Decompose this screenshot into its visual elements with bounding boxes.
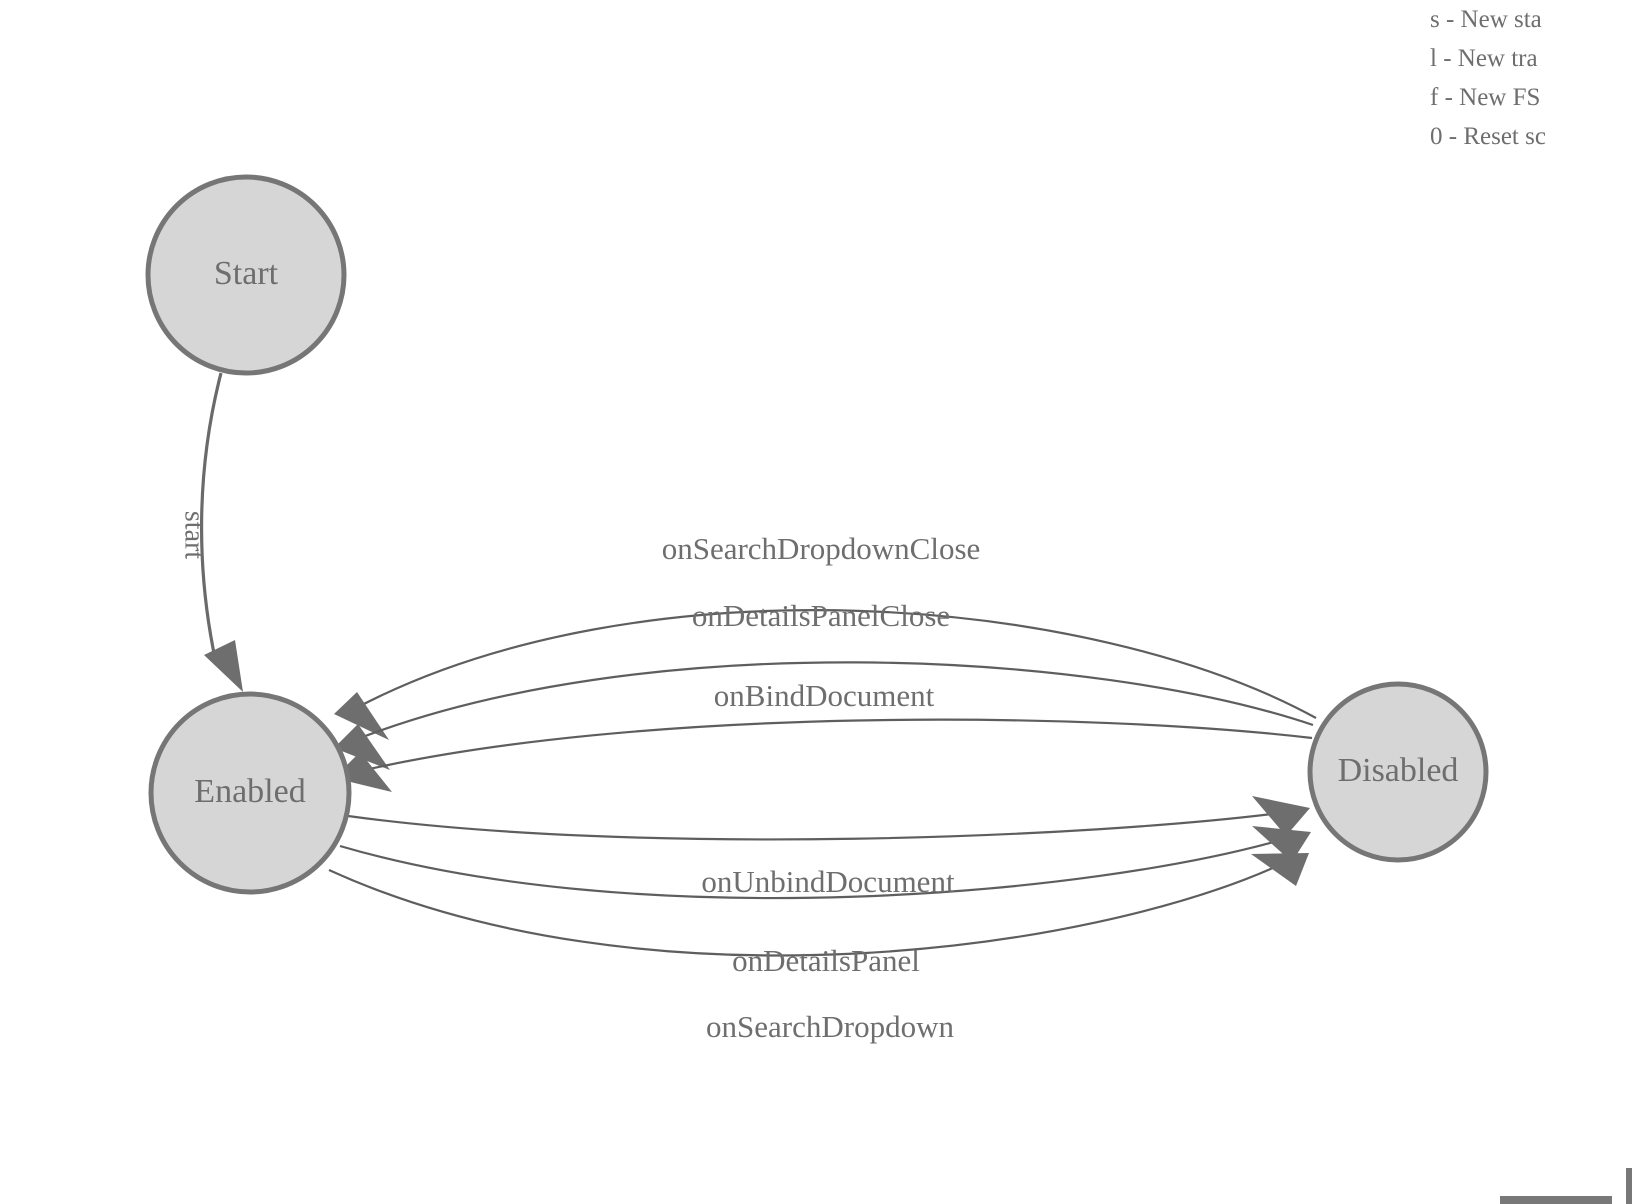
node-enabled-label: Enabled [194,773,305,810]
arrowhead-binddocument [334,752,392,792]
node-disabled-circle[interactable] [1307,681,1489,863]
help-line-reset-scale: 0 - Reset sc [1430,123,1546,150]
arrowhead-searchdropdownclose [334,692,389,740]
edge-path-unbinddocument [347,810,1289,841]
arrowhead-unbinddocument [1252,796,1310,836]
edge-path-detailspanel [339,836,1289,900]
edge-path-binddocument [355,718,1313,774]
node-disabled[interactable]: Disabled [1307,681,1489,863]
edge-label-binddocument: onBindDocument [714,678,935,713]
edge-label-start: start [179,511,210,559]
edge-label-unbinddocument: onUnbindDocument [701,864,955,899]
edge-path-searchdropdown [328,861,1287,957]
edge-label-searchdropdownclose: onSearchDropdownClose [662,531,981,566]
help-line-new-fsm: f - New FS [1430,84,1541,111]
arrowhead-searchdropdown [1251,853,1309,886]
help-line-new-state: s - New sta [1430,6,1542,33]
horizontal-scrollbar-thumb[interactable] [1500,1196,1612,1204]
vertical-scrollbar-thumb[interactable] [1626,1168,1632,1204]
arrowhead-detailspanelclose [334,724,390,770]
edge-path-start-enabled [200,372,223,664]
edge-label-searchdropdown: onSearchDropdown [706,1009,954,1044]
node-start[interactable]: Start [145,174,347,376]
edge-disabled-to-enabled-detailspanelclose[interactable] [334,661,1314,770]
node-enabled-circle[interactable] [148,691,352,895]
keyboard-shortcut-help: s - New sta l - New tra f - New FS 0 - R… [1430,0,1632,156]
node-start-label: Start [214,255,279,292]
edge-path-detailspanelclose [354,661,1314,742]
edge-label-detailspanel: onDetailsPanel [732,943,920,978]
edge-enabled-to-disabled-detailspanel[interactable] [339,826,1311,900]
edge-enabled-to-disabled-searchdropdown[interactable] [328,853,1309,957]
node-enabled[interactable]: Enabled [148,691,352,895]
edge-disabled-to-enabled-searchdropdownclose[interactable] [334,609,1317,740]
edge-enabled-to-disabled-unbinddocument[interactable] [347,796,1310,841]
edge-start-to-enabled[interactable] [200,372,243,692]
node-start-circle[interactable] [145,174,347,376]
arrowhead-start-enabled [204,640,243,692]
help-line-new-transition: l - New tra [1430,45,1538,72]
edge-path-searchdropdownclose [357,609,1317,719]
edge-label-detailspanelclose: onDetailsPanelClose [692,598,950,633]
edge-disabled-to-enabled-binddocument[interactable] [334,718,1313,792]
node-disabled-label: Disabled [1338,752,1459,789]
arrowhead-detailspanel [1252,826,1311,862]
